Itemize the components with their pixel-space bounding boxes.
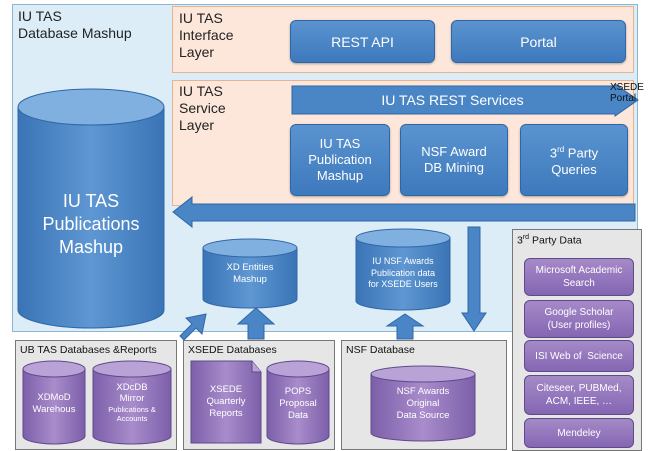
quarterly-reports-doc (190, 360, 262, 444)
publications-db-cylinder (17, 88, 165, 329)
publication-mashup-button[interactable]: IU TAS Publication Mashup (290, 124, 390, 196)
pops-label: POPS Proposal Data (279, 386, 317, 421)
nsf-source-cylinder (370, 365, 476, 442)
nsf-awards-cylinder (355, 228, 451, 311)
xsede-portal-label: XSEDE Portal (610, 82, 644, 104)
interface-layer-title: IU TAS Interface Layer (179, 10, 234, 60)
google-scholar[interactable]: Google Scholar (User profiles) (524, 300, 634, 338)
xd-entities-label: XD Entities Mashup (226, 262, 274, 285)
isi-web-of-science[interactable]: ISI Web of Science (524, 340, 634, 372)
third-party-data-title-num: 3 (517, 234, 523, 247)
xdcdb-label: XDcDB Mirror (116, 382, 148, 404)
pops-cylinder (266, 360, 330, 445)
nsf-source-label: NSF Awards Original Data Source (396, 386, 450, 421)
third-party-queries-button[interactable]: 3rd Party Queries (520, 124, 628, 196)
third-party-data-title-sup: rd (522, 234, 530, 241)
nsf-database-title: NSF Database (346, 344, 415, 356)
third-party-data-title: 3rd Party Data (517, 234, 582, 247)
third-party-queries-sup: rd (557, 145, 565, 155)
nsf-up-arrow (385, 313, 425, 340)
service-layer-title: IU TAS Service Layer (179, 83, 226, 133)
rest-api-button[interactable]: REST API (290, 20, 435, 63)
portal-button[interactable]: Portal (451, 20, 626, 63)
xd-entities-cylinder (202, 238, 298, 309)
rest-services-arrow (291, 84, 639, 117)
rest-services-label[interactable]: IU TAS REST Services (381, 92, 524, 108)
citeseer-pubmed-acm[interactable]: Citeseer, PUBMed, ACM, IEEE, … (524, 375, 634, 415)
publications-db-label: IU TAS Publications Mashup (42, 191, 140, 257)
ub-tas-title: UB TAS Databases &Reports (20, 344, 157, 356)
xdcdb-sub-label: Publications & Accounts (108, 405, 156, 423)
xsede-up-arrow (236, 307, 276, 340)
third-party-queries-text: Party Queries (551, 145, 599, 177)
ub-up-arrow (179, 313, 207, 340)
third-party-queries-num: 3 (549, 145, 558, 161)
third-party-data-title-text: Party Data (529, 234, 582, 247)
xsede-databases-title: XSEDE Databases (188, 344, 277, 356)
xdmod-cylinder (22, 360, 86, 445)
third-party-down-arrow (461, 226, 487, 332)
xdcdb-cylinder (92, 360, 172, 445)
xdmod-label: XDMoD Warehous (32, 392, 76, 415)
nsf-awards-label: IU NSF Awards Publication data for XSEDE… (368, 256, 438, 289)
microsoft-academic-search[interactable]: Microsoft Academic Search (524, 258, 634, 296)
nsf-award-mining-button[interactable]: NSF Award DB Mining (400, 124, 508, 196)
service-to-db-arrow (172, 196, 636, 229)
quarterly-reports-label: XSEDE Quarterly Reports (206, 384, 246, 419)
database-mashup-title: IU TAS Database Mashup (18, 8, 132, 41)
mendeley[interactable]: Mendeley (524, 418, 634, 448)
